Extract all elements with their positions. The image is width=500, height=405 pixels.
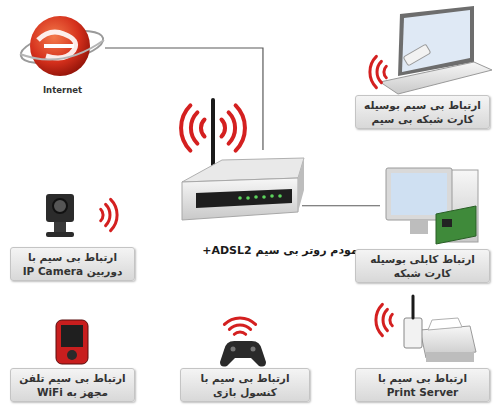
camera-node: ارتباط بی سیم با دوربین IP Camera bbox=[30, 180, 90, 280]
laptop-base bbox=[380, 62, 492, 94]
led bbox=[254, 195, 258, 199]
wireless-waves bbox=[376, 304, 392, 335]
label-box: ارتباط بی سیم بوسیله کارت شبکه بی سیم bbox=[355, 95, 490, 129]
led bbox=[278, 194, 282, 198]
phone-body bbox=[56, 320, 88, 364]
console-node: ارتباط بی سیم با کنسول بازی bbox=[215, 335, 270, 403]
controller-body bbox=[220, 341, 266, 367]
laptop-screen bbox=[402, 10, 470, 72]
wave-arc bbox=[376, 304, 382, 335]
wave-arc bbox=[191, 112, 197, 143]
usb-wifi-stick bbox=[403, 44, 431, 66]
wave-arc bbox=[111, 199, 117, 230]
internet-globe bbox=[18, 16, 106, 76]
wave-arc bbox=[384, 66, 386, 77]
monitor-screen bbox=[391, 173, 447, 215]
led bbox=[246, 196, 250, 200]
laptop-node: ارتباط بی سیم بوسیله کارت شبکه بی سیم bbox=[375, 8, 490, 130]
router bbox=[182, 100, 304, 220]
phone-node: ارتباط بی سیم تلفن مجهز به WiFi bbox=[45, 315, 100, 403]
chip bbox=[442, 219, 452, 227]
wave-arc bbox=[229, 325, 250, 329]
globe-swoosh bbox=[38, 32, 76, 58]
wave-arc bbox=[229, 112, 235, 143]
ip-camera bbox=[46, 194, 74, 237]
led bbox=[270, 194, 274, 198]
node-label: Internet bbox=[43, 83, 82, 97]
controller-button bbox=[231, 347, 236, 352]
pc-node: ارتباط کابلی بوسیله کارت شبکه bbox=[380, 160, 480, 282]
printer-tray bbox=[426, 352, 474, 362]
label-box: مودم روتر بی سیم ADSL2+ bbox=[200, 242, 360, 260]
node-label: ارتباط بی سیم با Print Server bbox=[362, 371, 483, 399]
wave-arc bbox=[234, 332, 245, 334]
desktop-pc bbox=[386, 168, 478, 244]
node-label: ارتباط بی سیم با کنسول بازی bbox=[187, 371, 303, 399]
led bbox=[262, 195, 266, 199]
node-label: ارتباط کابلی بوسیله کارت شبکه bbox=[362, 252, 483, 280]
node-label: ارتباط بی سیم تلفن مجهز به WiFi bbox=[17, 371, 128, 399]
phone-screen bbox=[61, 325, 83, 347]
label-box: ارتباط بی سیم با دوربین IP Camera bbox=[10, 247, 135, 281]
router-side bbox=[298, 158, 304, 212]
camera-lens bbox=[53, 199, 67, 213]
wave-arc bbox=[222, 120, 226, 137]
camera-base bbox=[46, 232, 74, 237]
router-panel bbox=[196, 189, 292, 208]
wave-arc bbox=[236, 105, 245, 150]
orbit-ring bbox=[20, 40, 104, 60]
wave-arc bbox=[181, 105, 190, 150]
network-cable bbox=[105, 48, 263, 150]
controller-button bbox=[251, 347, 256, 352]
paper bbox=[428, 318, 462, 330]
node-label: ارتباط بی سیم بوسیله کارت شبکه بی سیم bbox=[362, 98, 483, 126]
printer-node: ارتباط بی سیم با Print Server bbox=[395, 295, 480, 403]
game-controller bbox=[220, 341, 266, 367]
router-node: مودم روتر بی سیم ADSL2+ bbox=[180, 150, 302, 232]
wireless-waves bbox=[181, 105, 245, 150]
label-box: Internet bbox=[20, 82, 105, 98]
led bbox=[238, 196, 242, 200]
wave-arc bbox=[101, 209, 103, 220]
wave-arc bbox=[106, 204, 110, 225]
router-front bbox=[182, 178, 298, 220]
network-cable bbox=[302, 205, 380, 206]
wave-arc bbox=[201, 120, 205, 137]
wave-arc bbox=[370, 56, 376, 87]
node-label: ارتباط بی سیم با دوربین IP Camera bbox=[17, 250, 128, 278]
wireless-waves bbox=[101, 199, 117, 230]
laptop bbox=[380, 6, 492, 94]
network-card bbox=[436, 206, 476, 244]
label-box: ارتباط بی سیم با کنسول بازی bbox=[180, 368, 310, 402]
label-box: ارتباط بی سیم با Print Server bbox=[355, 368, 490, 402]
node-label: مودم روتر بی سیم ADSL2+ bbox=[202, 244, 358, 258]
wave-arc bbox=[390, 314, 392, 325]
wave-arc bbox=[224, 318, 255, 324]
globe-swoosh bbox=[44, 44, 74, 48]
wave-arc bbox=[383, 309, 387, 330]
label-box: ارتباط بی سیم تلفن مجهز به WiFi bbox=[10, 368, 135, 402]
internet-node: Internet bbox=[20, 8, 105, 100]
wireless-waves bbox=[370, 56, 386, 87]
wifi-phone bbox=[56, 320, 88, 364]
monitor bbox=[386, 168, 452, 220]
wireless-waves bbox=[224, 318, 255, 334]
printer bbox=[404, 296, 476, 362]
globe bbox=[30, 16, 90, 76]
antenna bbox=[412, 296, 415, 318]
label-box: ارتباط کابلی بوسیله کارت شبکه bbox=[355, 249, 490, 283]
antenna bbox=[211, 100, 215, 172]
wave-arc bbox=[377, 61, 381, 82]
camera-stand bbox=[54, 222, 66, 232]
monitor-stand bbox=[410, 220, 428, 234]
print-server-box bbox=[404, 318, 422, 348]
camera-body bbox=[46, 194, 74, 222]
phone-button bbox=[67, 350, 77, 360]
